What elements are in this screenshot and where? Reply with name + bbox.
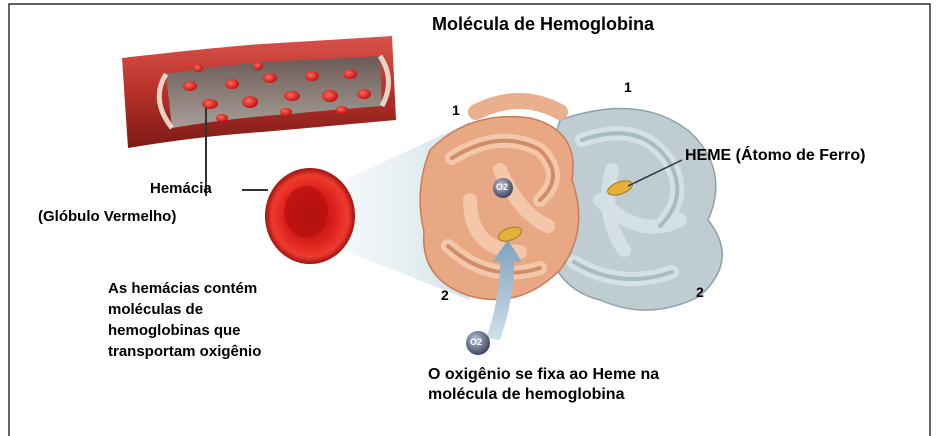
description-line: transportam oxigênio	[108, 341, 348, 362]
caption-text: O oxigênio se fixa ao Heme na molécula d…	[428, 365, 788, 405]
diagram-title: Molécula de Hemoglobina	[432, 14, 654, 35]
red-blood-cell-icon	[265, 168, 355, 264]
description-line: As hemácias contém	[108, 278, 348, 299]
rbc-label: Hemácia	[150, 180, 212, 197]
caption-line: molécula de hemoglobina	[428, 385, 788, 405]
heme-label: HEME (Átomo de Ferro)	[685, 147, 865, 165]
hemoglobin-molecule-illustration	[420, 101, 722, 310]
oxygen-label-outer: O2	[470, 337, 482, 347]
caption-line: O oxigênio se fixa ao Heme na	[428, 365, 788, 385]
subunit-label-beta-left: 2	[441, 287, 449, 303]
description-text: As hemácias contém moléculas de hemoglob…	[108, 278, 348, 362]
rbc-sublabel: (Glóbulo Vermelho)	[38, 208, 176, 225]
subunit-label-alpha-right: 1	[624, 79, 632, 95]
blood-vessel-illustration	[122, 36, 396, 148]
subunit-label-alpha-left: 1	[452, 102, 460, 118]
subunit-label-beta-right: 2	[696, 284, 704, 300]
description-line: hemoglobinas que	[108, 320, 348, 341]
description-line: moléculas de	[108, 299, 348, 320]
oxygen-label-inner: O2	[496, 182, 508, 192]
